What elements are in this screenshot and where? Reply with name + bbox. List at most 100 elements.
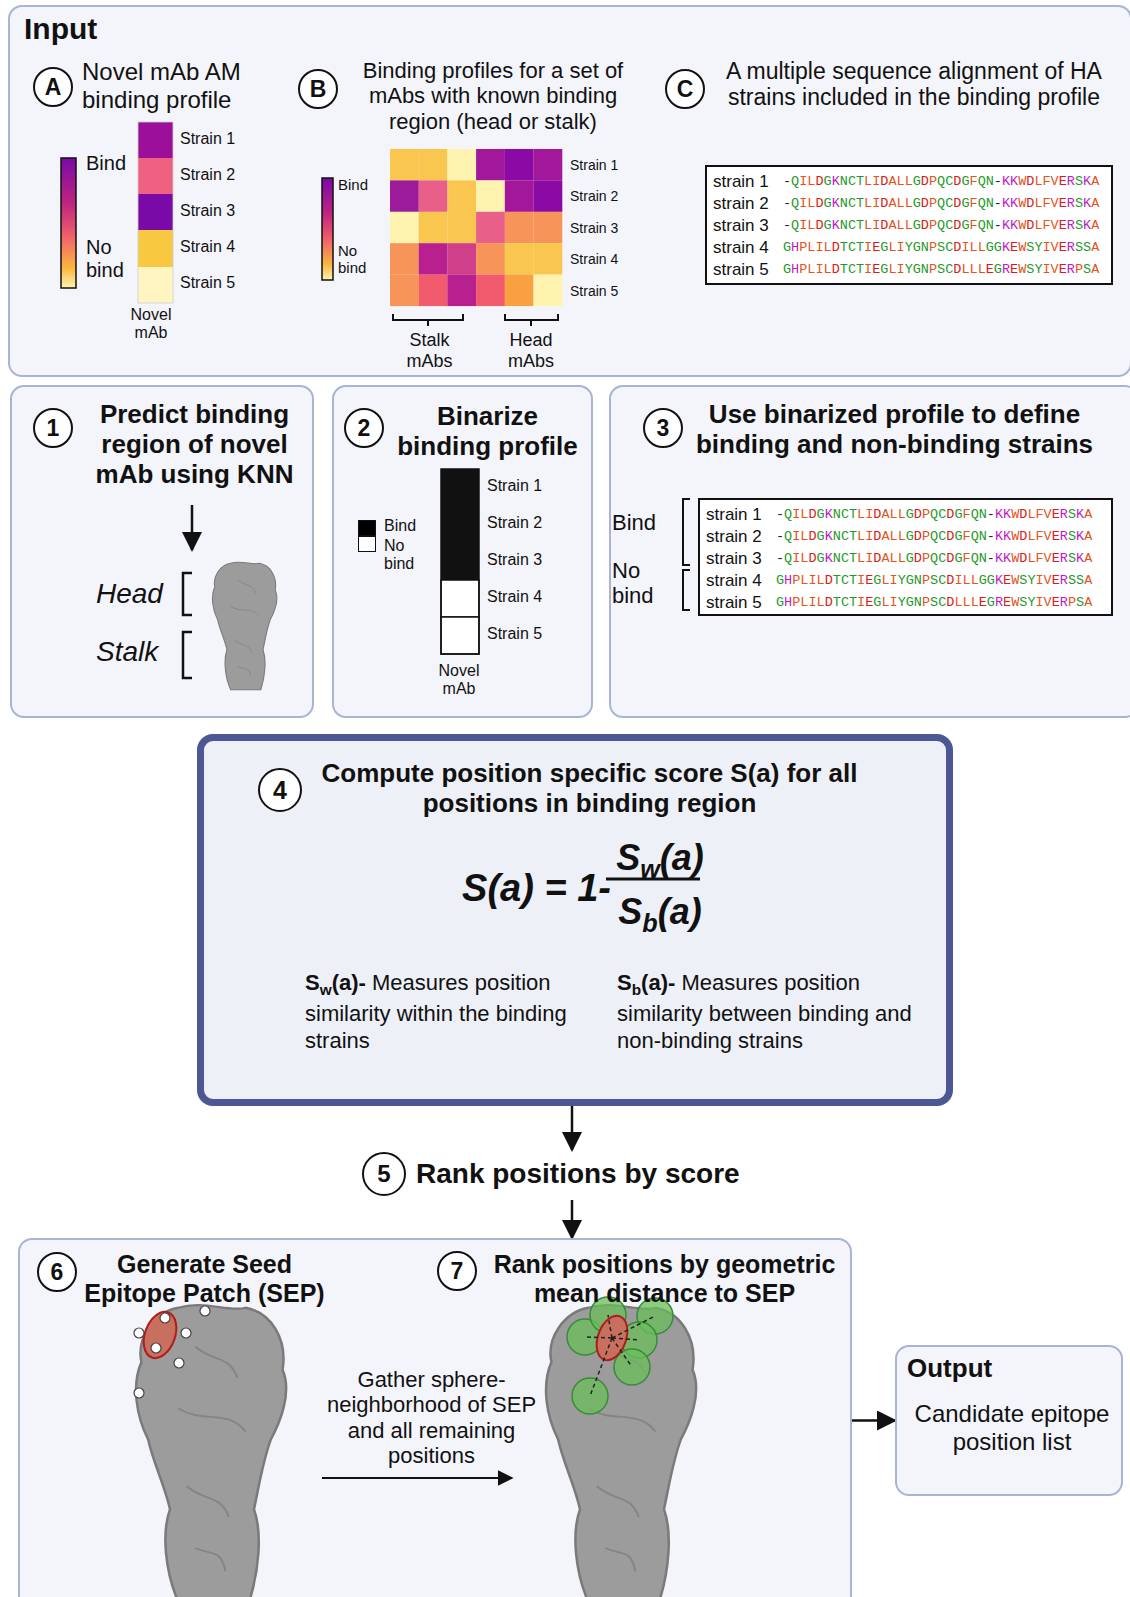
illustration-part: [390, 275, 419, 307]
residue: D: [880, 174, 888, 189]
residue: A: [1084, 529, 1092, 544]
residue: P: [1075, 262, 1083, 277]
illustration-part: [419, 243, 448, 275]
residue: T: [833, 573, 841, 588]
residue: I: [808, 595, 816, 610]
residue: L: [978, 240, 986, 255]
residue: L: [857, 507, 865, 522]
residue: K: [1003, 529, 1011, 544]
residue: L: [800, 551, 808, 566]
residue: R: [1002, 262, 1010, 277]
residue: L: [888, 262, 896, 277]
residue: L: [857, 551, 865, 566]
residue: I: [872, 196, 880, 211]
residue: L: [905, 196, 913, 211]
illustration-part: [191, 505, 194, 550]
text-label: Strain 1: [487, 477, 542, 495]
residue: E: [1059, 262, 1067, 277]
illustration-part: [447, 212, 476, 244]
residue: N: [914, 573, 922, 588]
callout-circle: 3: [643, 408, 683, 448]
illustration-part: [505, 149, 534, 181]
residue: L: [817, 573, 825, 588]
text-label: Strain 4: [570, 251, 618, 267]
residue: L: [963, 573, 971, 588]
residue: P: [922, 551, 930, 566]
residue: G: [873, 595, 881, 610]
residue: N: [979, 551, 987, 566]
residue: E: [1003, 595, 1011, 610]
illustration-part: [390, 212, 419, 244]
residue: D: [953, 196, 961, 211]
sequence-text: -QILDGKNCTLIDALLGDPQCDGFQN-KKWDLFVERSKA: [783, 218, 1099, 234]
illustration-part: [183, 632, 192, 678]
residue: G: [979, 573, 987, 588]
illustration-part: [505, 275, 534, 307]
residue: G: [913, 174, 921, 189]
residue: D: [880, 196, 888, 211]
residue: K: [995, 529, 1003, 544]
residue: Q: [978, 218, 986, 233]
residue: F: [963, 507, 971, 522]
residue: L: [970, 240, 978, 255]
illustration-part: [476, 275, 505, 307]
residue: G: [913, 196, 921, 211]
residue: D: [832, 262, 840, 277]
residue: G: [906, 573, 914, 588]
flow-arrow: [571, 1200, 574, 1238]
residue: T: [849, 573, 857, 588]
residue: H: [791, 262, 799, 277]
illustration-part: [419, 149, 448, 181]
illustration-part: [505, 314, 558, 326]
residue: I: [799, 218, 807, 233]
residue: T: [849, 595, 857, 610]
text-label: Binding profiles for a set of mAbs with …: [342, 58, 644, 134]
residue: D: [946, 507, 954, 522]
residue: L: [898, 529, 906, 544]
residue: S: [937, 262, 945, 277]
illustration-part: [134, 1388, 144, 1398]
residue: F: [1043, 174, 1051, 189]
illustration-part: [534, 275, 563, 307]
residue: D: [873, 507, 881, 522]
residue: S: [1019, 573, 1027, 588]
residue: E: [979, 595, 987, 610]
text-label: Strain 3: [487, 551, 542, 569]
residue: D: [1026, 218, 1034, 233]
sequence-text: GHPLILDTCTIEGLIYGNPSCDLLLEGREWSYIVERPSA: [776, 595, 1092, 611]
alignment-box: strain 1-QILDGKNCTLIDALLGDPQCDGFQN-KKWDL…: [705, 165, 1113, 285]
text-label: Use binarized profile to define binding …: [682, 400, 1107, 460]
alignment-box: strain 1-QILDGKNCTLIDALLGDPQCDGFQN-KKWDL…: [698, 498, 1113, 616]
text-label: strain 1: [706, 505, 762, 525]
illustration-part: [609, 385, 1130, 718]
step-heading: 5Rank positions by score: [362, 1150, 782, 1200]
illustration-part: [138, 230, 173, 267]
residue: D: [815, 218, 823, 233]
residue: Q: [971, 507, 979, 522]
text-label: Compute position specific score S(a) for…: [307, 759, 872, 819]
residue: C: [841, 529, 849, 544]
sequence-text: -QILDGKNCTLIDALLGDPQCDGFQN-KKWDLFVERSKA: [776, 529, 1092, 545]
residue: K: [1076, 507, 1084, 522]
illustration-part: [134, 1306, 210, 1398]
residue: E: [1059, 196, 1067, 211]
residue: L: [890, 507, 898, 522]
residue: F: [1043, 218, 1051, 233]
residue: G: [880, 262, 888, 277]
illustration-part: [476, 149, 505, 181]
illustration-part: [390, 149, 562, 306]
residue: L: [807, 196, 815, 211]
residue: G: [961, 218, 969, 233]
residue: R: [1060, 551, 1068, 566]
residue: K: [1010, 218, 1018, 233]
flow-arrow: [571, 1106, 574, 1150]
residue: S: [930, 573, 938, 588]
illustration-part: [441, 469, 479, 580]
text-label: Rank positions by geometric mean distanc…: [482, 1250, 847, 1308]
residue: K: [1003, 507, 1011, 522]
illustration-part: [390, 243, 419, 275]
callout-circle: A: [33, 67, 73, 107]
residue: S: [1083, 240, 1091, 255]
residue: F: [1036, 529, 1044, 544]
